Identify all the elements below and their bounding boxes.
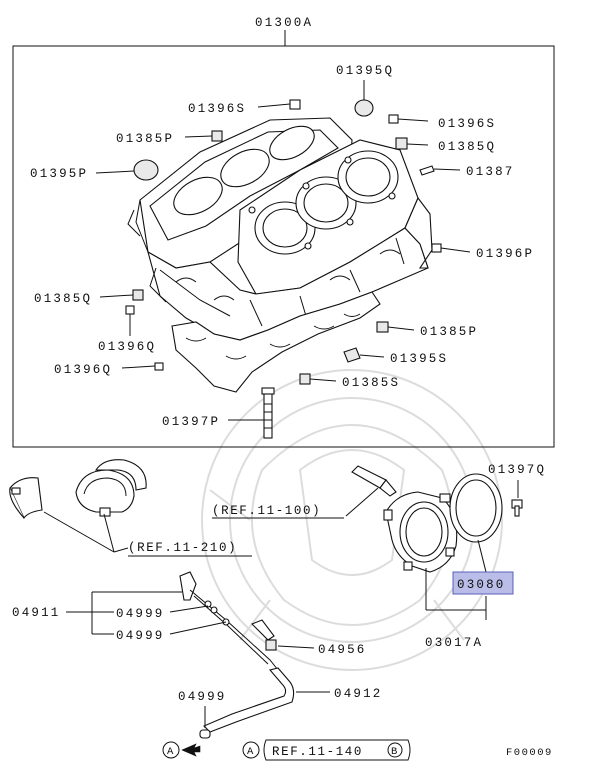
label-01395p[interactable]: 01395P xyxy=(30,167,88,181)
label-01395q[interactable]: 01395Q xyxy=(336,64,394,78)
plug-01385q-1[interactable] xyxy=(395,137,408,150)
main-bearings xyxy=(9,459,147,520)
label-01385s[interactable]: 01385S xyxy=(342,376,400,390)
dowel-01396s-2[interactable] xyxy=(388,114,399,124)
engine-block xyxy=(127,117,433,393)
leader-lines xyxy=(95,80,471,421)
plug-01385s[interactable] xyxy=(299,373,311,385)
label-01396q-a[interactable]: 01396Q xyxy=(98,340,156,354)
circle-a-2: A xyxy=(247,746,255,758)
label-04956[interactable]: 04956 xyxy=(318,643,367,657)
label-03017a[interactable]: 03017A xyxy=(425,636,483,650)
label-04999-a[interactable]: 04999 xyxy=(116,607,165,621)
ref-11-210[interactable]: (REF.11-210) xyxy=(128,541,237,555)
ref-11-140: REF.11-140 xyxy=(272,745,363,759)
label-01396q-b[interactable]: 01396Q xyxy=(54,363,112,377)
label-01300a[interactable]: 01300A xyxy=(255,16,313,30)
oil-level-gauge[interactable] xyxy=(179,571,279,671)
label-01396s-a[interactable]: 01396S xyxy=(188,102,246,116)
label-01397q[interactable]: 01397Q xyxy=(488,463,546,477)
bolt-04956[interactable] xyxy=(251,619,277,651)
label-01385q-a[interactable]: 01385Q xyxy=(438,140,496,154)
dowel-01396s-1[interactable] xyxy=(289,99,301,110)
plug-01395s[interactable] xyxy=(343,347,361,363)
oil-seal-03080[interactable] xyxy=(449,473,503,543)
connector-a-arrow[interactable]: A xyxy=(162,741,201,759)
circle-a-1: A xyxy=(167,746,175,758)
plug-01395q[interactable] xyxy=(354,99,374,117)
plug-01385q-2[interactable] xyxy=(132,289,144,301)
label-04911[interactable]: 04911 xyxy=(12,606,61,620)
pin-01387[interactable] xyxy=(419,165,435,176)
plug-01395p[interactable] xyxy=(133,159,159,181)
rear-seal-case[interactable] xyxy=(383,491,458,573)
plug-01385p-1[interactable] xyxy=(211,130,223,142)
dowel-01396p[interactable] xyxy=(431,243,442,253)
label-01385q-b[interactable]: 01385Q xyxy=(34,292,92,306)
figure-id: F00009 xyxy=(506,747,553,759)
label-01396p[interactable]: 01396P xyxy=(476,247,534,261)
label-01385p-a[interactable]: 01385P xyxy=(116,132,174,146)
bolt-01397q[interactable] xyxy=(511,499,523,517)
label-04999-b[interactable]: 04999 xyxy=(116,629,165,643)
label-01396s-b[interactable]: 01396S xyxy=(438,117,496,131)
label-01385p-b[interactable]: 01385P xyxy=(420,325,478,339)
label-01387[interactable]: 01387 xyxy=(466,165,515,179)
ref-11-100-part xyxy=(351,465,397,497)
oil-level-gauge-guide[interactable] xyxy=(199,667,295,739)
block-frame xyxy=(12,45,555,448)
highlight-03080[interactable] xyxy=(452,571,514,595)
label-04912[interactable]: 04912 xyxy=(334,687,383,701)
label-01397p[interactable]: 01397P xyxy=(162,415,220,429)
dowel-01396q-2[interactable] xyxy=(154,362,164,371)
label-03080[interactable]: 03080 xyxy=(457,578,506,592)
ref-11-100[interactable]: (REF.11-100) xyxy=(212,504,321,518)
label-04999-c[interactable]: 04999 xyxy=(178,690,227,704)
bolt-01397p[interactable] xyxy=(263,391,273,439)
ref-11-140-box[interactable]: A REF.11-140 B xyxy=(242,739,411,761)
dowel-01396q-1[interactable] xyxy=(125,305,135,315)
circle-b: B xyxy=(391,746,399,758)
label-01395s[interactable]: 01395S xyxy=(390,352,448,366)
watermark-emblem xyxy=(201,369,503,671)
plug-01385p-2[interactable] xyxy=(376,321,389,333)
